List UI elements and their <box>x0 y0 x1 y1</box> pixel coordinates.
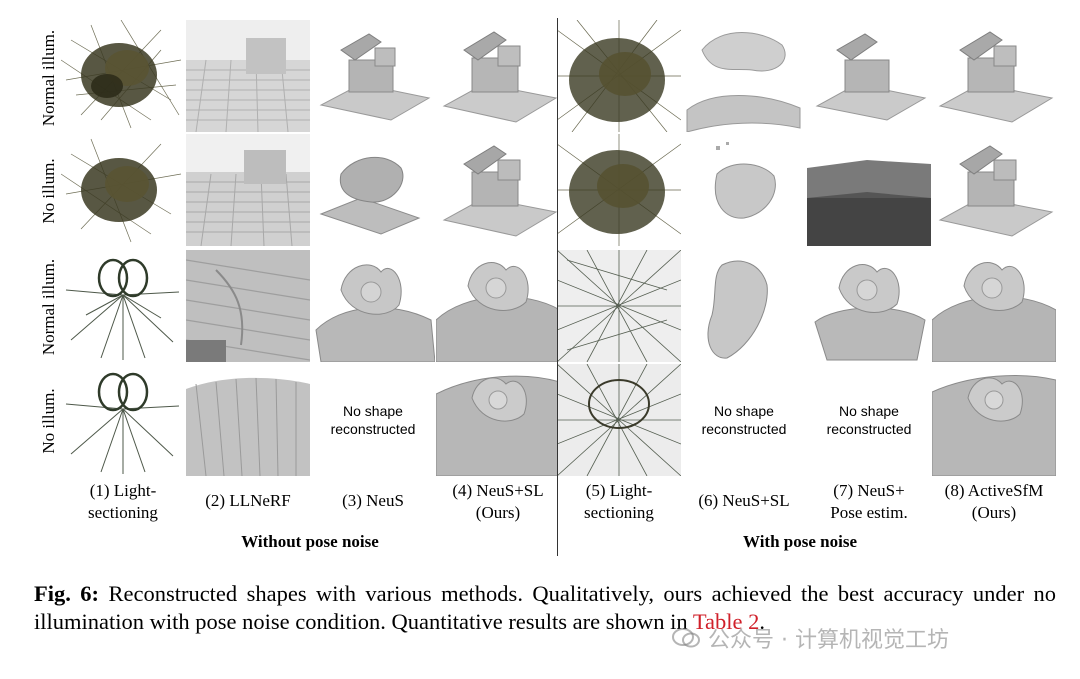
caption-text: Reconstructed shapes with various method… <box>34 581 1056 634</box>
image-r4-c8-activesfm <box>932 364 1056 476</box>
image-r1-c3-neus <box>311 20 435 132</box>
group-label-with-pose-noise: With pose noise <box>743 532 857 551</box>
column-label-2: (2) LLNeRF <box>205 491 291 510</box>
row-label-4: No illum. <box>39 388 58 454</box>
watermark-text: 公众号 · 计算机视觉工坊 <box>708 628 949 653</box>
image-r2-c4-neus-sl <box>436 134 560 246</box>
image-r2-c6-neus-sl <box>682 134 806 246</box>
image-r4-c2-llnerf <box>186 364 310 476</box>
column-label-7: (7) NeuS+ Pose estim. <box>830 481 908 522</box>
no-shape-text-neus: No shape reconstructed <box>330 403 416 437</box>
image-r4-c4-neus-sl <box>436 364 560 476</box>
column-label-8: (8) ActiveSfM (Ours) <box>944 481 1044 522</box>
group-divider <box>557 18 558 556</box>
image-r4-c5-point-cloud <box>557 364 681 476</box>
image-r1-c2-llnerf <box>186 20 310 132</box>
column-label-3: (3) NeuS <box>342 491 404 510</box>
image-r2-c7-neus-pose-failed <box>807 134 931 246</box>
no-shape-text-neus-pose: No shape reconstructed <box>826 403 912 437</box>
caption-end: . <box>759 609 766 634</box>
caption-label: Fig. 6: <box>34 581 100 606</box>
image-r3-c4-neus-sl <box>436 250 560 362</box>
table-reference-link[interactable]: Table 2 <box>692 609 760 634</box>
image-r3-c1-point-cloud <box>61 250 185 362</box>
image-r1-c1-point-cloud <box>61 20 185 132</box>
image-r2-c2-llnerf <box>186 134 310 246</box>
wechat-icon <box>672 628 700 648</box>
image-r2-c8-activesfm <box>932 134 1056 246</box>
watermark: 公众号 · 计算机视觉工坊 <box>672 623 949 653</box>
image-r3-c2-llnerf <box>186 250 310 362</box>
image-r2-c1-point-cloud <box>61 134 185 246</box>
column-label-5: (5) Light- sectioning <box>584 481 654 522</box>
image-r4-c1-point-cloud <box>61 364 185 476</box>
image-r3-c5-point-cloud <box>557 250 681 362</box>
column-label-4: (4) NeuS+SL (Ours) <box>452 481 544 522</box>
column-label-1: (1) Light- sectioning <box>88 481 158 522</box>
image-r1-c8-activesfm <box>932 20 1056 132</box>
image-r1-c7-neus-pose <box>807 20 931 132</box>
no-shape-text-neus-sl: No shape reconstructed <box>701 403 787 437</box>
image-r3-c8-activesfm <box>932 250 1056 362</box>
image-r3-c6-neus-sl <box>682 250 806 362</box>
image-r1-c6-neus-sl <box>682 20 806 132</box>
image-r2-c5-point-cloud <box>557 134 681 246</box>
row-label-3: Normal illum. <box>39 258 58 356</box>
image-r3-c3-neus <box>311 250 435 362</box>
figure-caption: Fig. 6: Reconstructed shapes with variou… <box>34 580 1056 636</box>
image-r2-c3-neus <box>311 134 435 246</box>
image-r1-c5-point-cloud <box>557 20 681 132</box>
column-label-6: (6) NeuS+SL <box>698 491 790 510</box>
image-r1-c4-neus-sl <box>436 20 560 132</box>
group-label-without-pose-noise: Without pose noise <box>241 532 379 551</box>
row-label-2: No illum. <box>39 158 58 224</box>
figure-6: Normal illum. No illum. Normal illum. No… <box>39 18 1056 556</box>
row-label-1: Normal illum. <box>39 29 58 127</box>
image-r3-c7-neus-pose <box>807 250 931 362</box>
